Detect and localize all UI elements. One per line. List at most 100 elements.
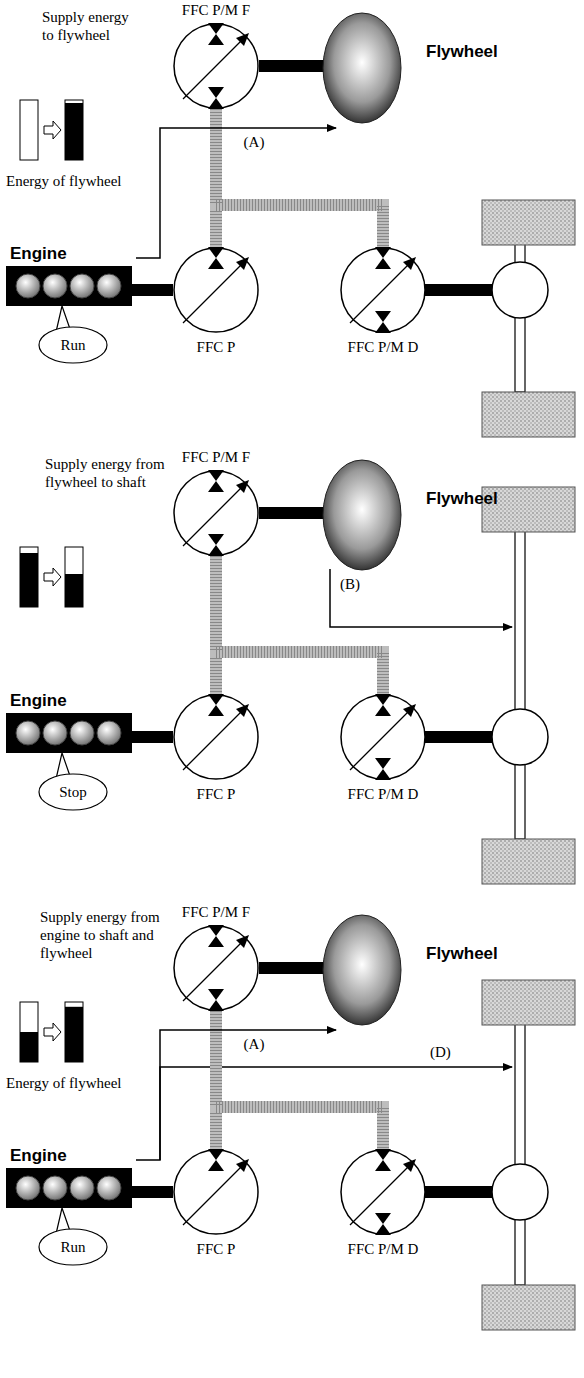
pump-symbol — [340, 247, 426, 333]
drive-shaft — [132, 737, 173, 738]
pump-outline — [341, 1150, 425, 1234]
variable-arrow — [183, 261, 245, 323]
drive-shaft — [259, 60, 328, 72]
cylinder — [97, 1176, 121, 1200]
engine-symbol — [6, 266, 132, 306]
valve-symbol — [208, 925, 224, 936]
flow-label: (D) — [428, 1043, 453, 1061]
hydraulic-pipe — [216, 109, 383, 247]
valve-symbol — [375, 769, 391, 780]
cylinder — [97, 721, 121, 745]
valve-symbol — [375, 694, 391, 705]
pump-outline — [341, 695, 425, 779]
drive-shaft — [132, 1186, 173, 1198]
energy-flow-arrow — [136, 1030, 336, 1160]
engine-block — [6, 266, 132, 306]
energy-level — [65, 1007, 83, 1062]
pump-outline — [174, 248, 258, 332]
node-label: Engine — [10, 691, 67, 711]
flywheel: Flywheel — [322, 914, 522, 1026]
variable-arrow — [350, 1163, 412, 1225]
pump-motor: FFC P/M F — [156, 0, 276, 109]
wheel — [482, 392, 575, 437]
valve-symbol — [375, 1160, 391, 1171]
panel-title: Supply energy from engine to shaft and f… — [40, 908, 176, 962]
valve-symbol — [375, 705, 391, 716]
hydraulic-pipe — [216, 556, 383, 694]
pump-symbol — [340, 1149, 426, 1235]
energy-level — [20, 553, 38, 607]
engine: Engine — [6, 693, 136, 755]
hollow-arrow — [44, 121, 61, 139]
cylinder — [43, 1176, 67, 1200]
pipe-hatch — [216, 109, 383, 247]
engine-block — [6, 1168, 132, 1208]
differential — [492, 1164, 548, 1220]
drive-shaft — [259, 962, 328, 974]
variable-arrow — [236, 704, 249, 717]
valve-symbol — [208, 545, 224, 556]
drive-shaft — [424, 284, 496, 296]
energy-level — [20, 1032, 38, 1062]
cylinder — [16, 1176, 40, 1200]
energy-bar — [20, 1002, 38, 1062]
pump-circle — [173, 23, 259, 109]
edge-label: (A) — [242, 133, 267, 151]
valve-symbol — [208, 98, 224, 109]
status-callout: Run — [38, 326, 108, 364]
valve-symbol — [375, 1149, 391, 1160]
status-callout: Run — [38, 1228, 108, 1266]
variable-arrow — [236, 257, 249, 270]
hollow-arrow — [44, 1023, 61, 1041]
engine-block — [6, 266, 132, 306]
node-label: Stop — [59, 783, 87, 801]
node-label: Flywheel — [426, 944, 498, 964]
valve-symbol — [208, 936, 224, 947]
pump-symbol — [173, 1149, 259, 1235]
drive-shaft — [132, 284, 173, 296]
cylinder — [16, 274, 40, 298]
energy-level — [65, 103, 83, 160]
variable-arrow — [236, 935, 249, 948]
pump-symbol — [173, 694, 259, 780]
flywheel-disc — [323, 460, 401, 570]
node-label: FFC P/M D — [321, 338, 445, 356]
cylinder — [97, 274, 121, 298]
drive-shaft — [259, 968, 328, 969]
valve-symbol — [208, 23, 224, 34]
flow-arrow — [330, 569, 512, 627]
note-label: Energy of flywheel — [6, 1074, 122, 1092]
callout-outline — [39, 774, 107, 810]
variable-arrow — [403, 257, 416, 270]
node-label: Flywheel — [426, 489, 498, 509]
cylinder — [70, 721, 94, 745]
drive-shaft — [132, 1192, 173, 1193]
flow-arrow — [136, 128, 336, 258]
variable-arrow — [236, 33, 249, 46]
axle — [515, 1024, 525, 1285]
variable-arrow — [183, 939, 245, 1001]
node-label: Run — [60, 1238, 85, 1256]
pump-circle — [173, 694, 259, 780]
panel-title: Supply energy to flywheel — [42, 8, 142, 44]
valve-symbol — [375, 758, 391, 769]
valve-symbol — [375, 247, 391, 258]
node-label: FFC P/M D — [321, 1240, 445, 1258]
valve-symbol — [375, 322, 391, 333]
engine: Engine — [6, 246, 136, 308]
node-label: FFC P — [154, 338, 278, 356]
differential — [492, 262, 548, 318]
valve-symbol — [208, 1149, 224, 1160]
valve-symbol — [208, 87, 224, 98]
energy-bar — [65, 100, 83, 160]
flywheel-symbol — [322, 914, 402, 1026]
variable-arrow — [236, 480, 249, 493]
edge-label: (A) — [242, 1035, 267, 1053]
valve-symbol — [208, 989, 224, 1000]
note-label: Energy of flywheel — [6, 172, 122, 190]
pump-motor: FFC P — [156, 247, 276, 357]
pump-motor: FFC P — [156, 694, 276, 804]
valve-symbol — [208, 534, 224, 545]
wheel — [482, 980, 575, 1025]
